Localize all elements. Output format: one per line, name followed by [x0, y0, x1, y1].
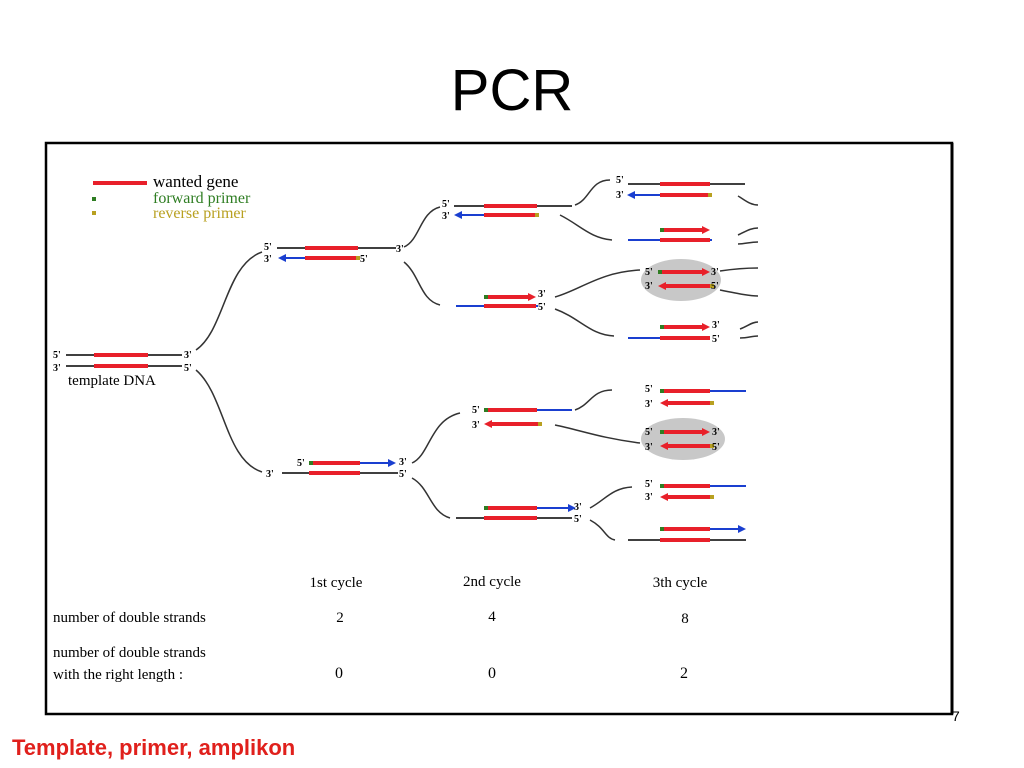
- branch-lines: [195, 179, 759, 541]
- page-number: 7: [952, 708, 960, 724]
- highlight-right-length: [641, 418, 725, 460]
- legend-wanted-gene: wanted gene: [153, 172, 238, 191]
- slide-caption: Template, primer, amplikon: [12, 735, 296, 760]
- svg-text:5': 5': [538, 302, 546, 313]
- svg-text:5': 5': [574, 514, 582, 525]
- svg-text:5': 5': [442, 199, 450, 210]
- cycle2-strand-4: 3' 5': [456, 502, 582, 525]
- row1-value: 2: [336, 610, 344, 626]
- cycle3-strands: 5' 3' 5' 3' 3' 5' 3' 5' 5' 3': [616, 175, 746, 542]
- svg-text:3': 3': [645, 281, 653, 292]
- svg-text:3': 3': [645, 399, 653, 410]
- highlight-right-length: [641, 259, 721, 301]
- svg-text:3': 3': [574, 502, 582, 513]
- row2-label-line1: number of double strands: [53, 645, 206, 661]
- svg-text:3': 3': [53, 363, 61, 374]
- cycle1-bottom: 5' 3' 3' 5': [266, 457, 407, 480]
- svg-text:3': 3': [442, 211, 450, 222]
- svg-text:3': 3': [472, 420, 480, 431]
- cycle-header: 1st cycle: [310, 575, 363, 591]
- svg-text:3': 3': [645, 442, 653, 453]
- row2-value: 0: [335, 665, 343, 682]
- svg-text:3': 3': [184, 350, 192, 361]
- template-dna-label: template DNA: [68, 373, 156, 389]
- legend-forward-primer: forward primer: [153, 190, 251, 207]
- svg-text:5': 5': [711, 281, 719, 292]
- legend: wanted gene forward primer reverse prime…: [92, 172, 251, 222]
- svg-text:5': 5': [184, 363, 192, 374]
- cycle2-strand-1: 5' 3': [442, 199, 572, 222]
- svg-text:5': 5': [712, 442, 720, 453]
- svg-text:3': 3': [396, 244, 404, 255]
- svg-text:5': 5': [472, 405, 480, 416]
- svg-text:3': 3': [712, 427, 720, 438]
- template-dna: 5' 3' 3' 5' template DNA: [53, 350, 192, 389]
- cycle-table: 1st cycle 2nd cycle 3th cycle number of …: [53, 574, 708, 683]
- svg-text:3': 3': [712, 320, 720, 331]
- svg-text:5': 5': [645, 267, 653, 278]
- svg-text:5': 5': [616, 175, 624, 186]
- row1-value: 8: [681, 611, 689, 627]
- cycle2-strand-2: 3' 5': [456, 289, 546, 313]
- svg-text:5': 5': [360, 254, 368, 265]
- cycle-header: 2nd cycle: [463, 574, 521, 590]
- svg-text:5': 5': [297, 458, 305, 469]
- svg-text:3': 3': [266, 469, 274, 480]
- svg-text:5': 5': [399, 469, 407, 480]
- svg-text:3': 3': [538, 289, 546, 300]
- svg-text:5': 5': [264, 242, 272, 253]
- cycle2-strand-3: 5' 3': [472, 405, 572, 431]
- svg-text:5': 5': [645, 427, 653, 438]
- row1-value: 4: [488, 609, 496, 625]
- row2-value: 2: [680, 665, 688, 682]
- svg-text:3': 3': [264, 254, 272, 265]
- row2-label-line2: with the right length :: [53, 667, 183, 683]
- row1-label: number of double strands: [53, 610, 206, 626]
- slide-title: PCR: [450, 58, 574, 123]
- svg-text:5': 5': [53, 350, 61, 361]
- svg-text:5': 5': [645, 384, 653, 395]
- legend-reverse-primer: reverse primer: [153, 205, 247, 222]
- svg-text:3': 3': [616, 190, 624, 201]
- svg-text:3': 3': [399, 457, 407, 468]
- diagram-frame: [44, 141, 954, 716]
- svg-text:5': 5': [712, 334, 720, 345]
- svg-text:5': 5': [645, 479, 653, 490]
- cycle-header: 3th cycle: [653, 575, 708, 591]
- svg-text:3': 3': [645, 492, 653, 503]
- cycle1-top: 5' 3' 3' 5': [264, 242, 404, 265]
- svg-text:3': 3': [711, 267, 719, 278]
- row2-value: 0: [488, 665, 496, 682]
